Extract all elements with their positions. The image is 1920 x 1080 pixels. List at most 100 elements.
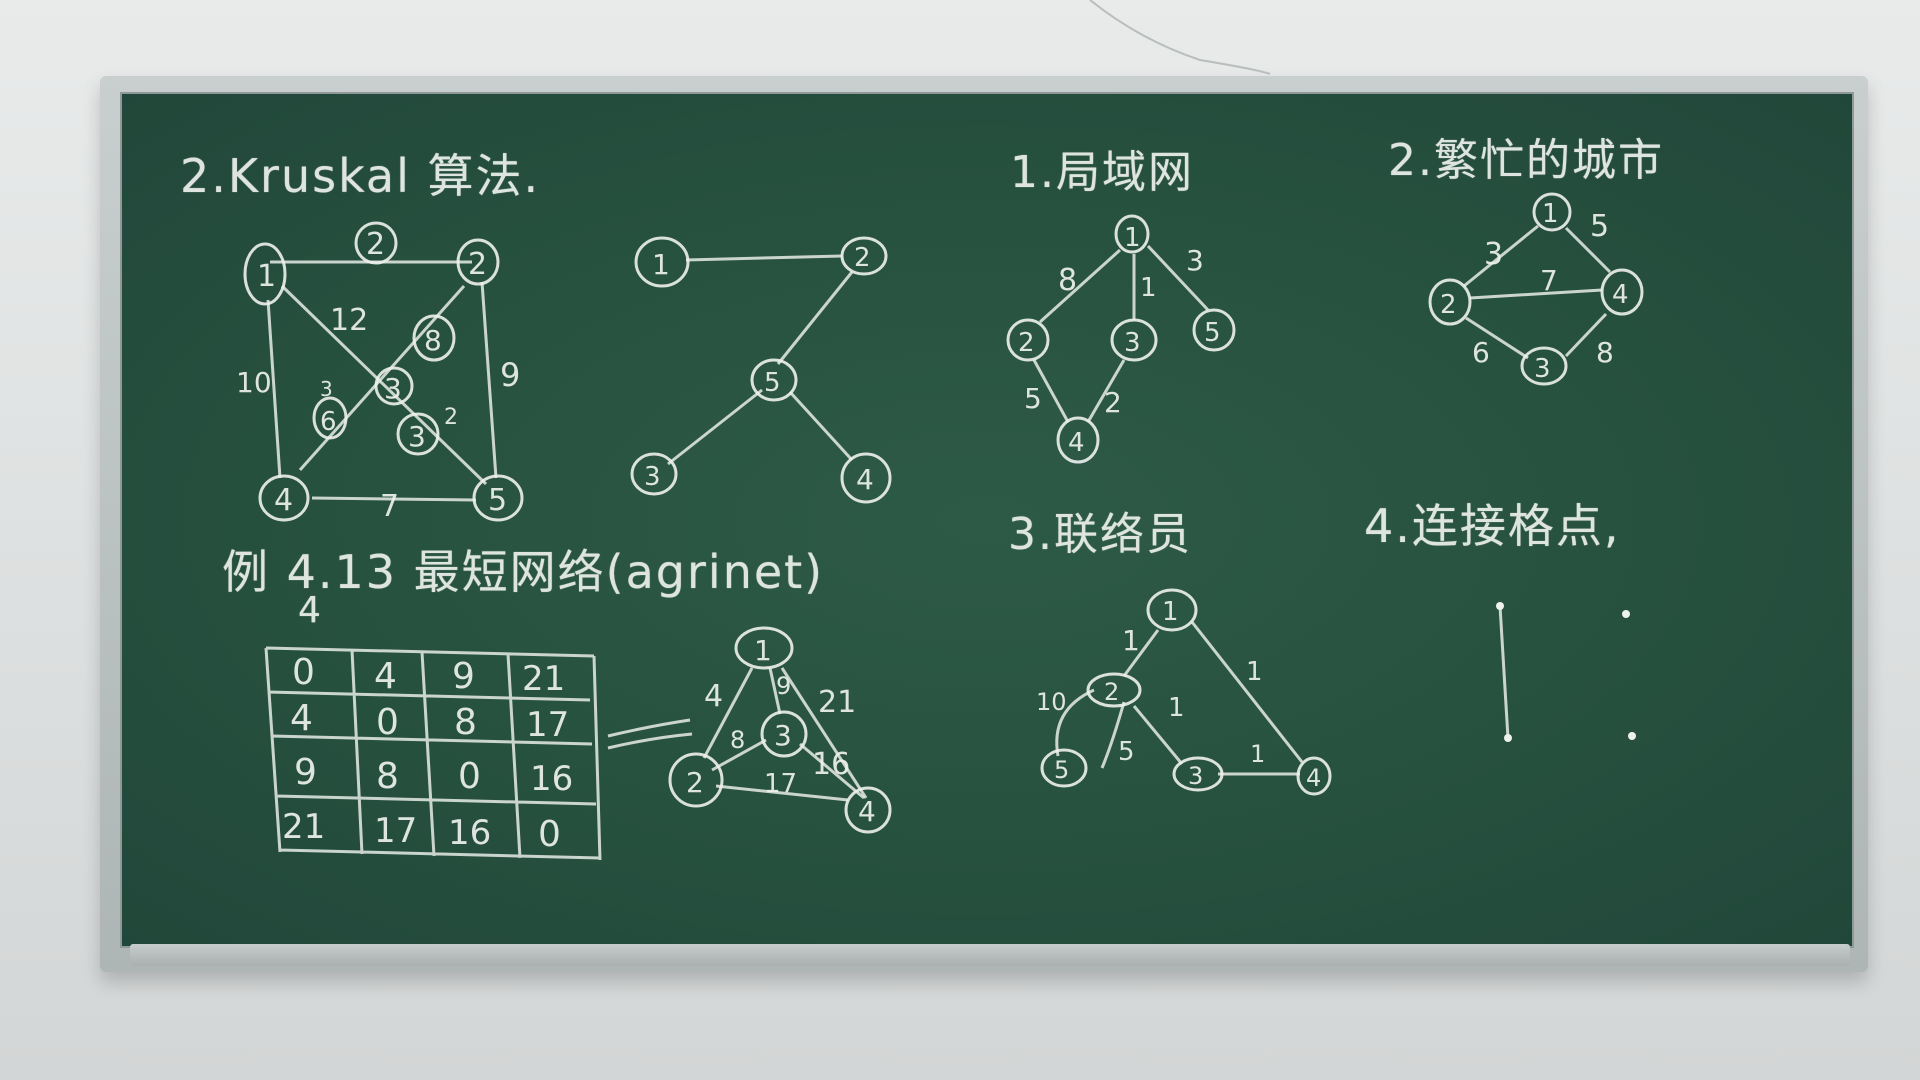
matrix-cell: 0 <box>538 814 561 855</box>
matrix-cell: 17 <box>374 811 417 851</box>
kruskal-node <box>456 238 500 286</box>
tree-edge <box>776 271 854 365</box>
kruskal-edge-label: 2 <box>366 227 385 262</box>
kruskal-edge <box>266 299 282 479</box>
kruskal-node-label: 3 <box>384 372 402 405</box>
matrix-cell: 8 <box>376 756 399 797</box>
agrinet-edge-label: 16 <box>812 747 850 782</box>
lan-edge <box>1146 244 1210 312</box>
agrinet-node <box>668 752 724 808</box>
kruskal-edge-label: 6 <box>320 407 337 437</box>
matrix-cell: 21 <box>282 807 325 847</box>
example-subscript: 4 <box>298 590 323 631</box>
distance-matrix: 0 4 9 21 4 0 8 17 9 8 0 16 21 17 16 0 <box>264 646 693 861</box>
agrinet-edge <box>715 784 849 802</box>
agrinet-edge-label: 17 <box>764 769 797 799</box>
city-graph: 1 2 4 3 3 5 7 6 8 <box>1428 192 1644 386</box>
lan-node-label: 2 <box>1018 328 1035 358</box>
lan-node <box>1114 214 1150 254</box>
city-edge <box>1465 316 1529 360</box>
tree-node <box>840 236 888 276</box>
relay-edge <box>1055 688 1095 757</box>
lan-node <box>1110 318 1158 362</box>
city-node <box>1532 192 1572 232</box>
lan-node-label: 5 <box>1204 318 1221 348</box>
grid-point <box>1504 734 1512 742</box>
kruskal-edge-label: 7 <box>380 489 399 524</box>
city-title: 2.繁忙的城市 <box>1388 135 1664 186</box>
lan-edge-label: 2 <box>1104 386 1122 419</box>
example-title: 例 4.13 最短网络(agrinet) <box>222 545 825 599</box>
agrinet-node <box>734 626 794 670</box>
lan-edge-label: 3 <box>1186 244 1204 277</box>
tree-node <box>750 358 798 402</box>
kruskal-edge-label: 2 <box>444 405 458 430</box>
relay-node-label: 4 <box>1306 764 1321 792</box>
agrinet-node-label: 4 <box>858 795 876 828</box>
matrix-cell: 9 <box>294 752 317 793</box>
lan-title: 1.局域网 <box>1010 147 1194 198</box>
relay-node <box>1296 756 1332 796</box>
lan-edge-label: 5 <box>1024 382 1042 415</box>
relay-edge-label: 1 <box>1168 693 1185 723</box>
grid-points <box>1496 602 1636 742</box>
lan-node <box>1006 318 1050 362</box>
matrix-cell: 4 <box>374 656 397 697</box>
relay-edge-label: 1 <box>1246 657 1263 687</box>
agrinet-edge <box>711 738 767 772</box>
kruskal-tree: 1 2 5 3 4 <box>630 236 892 504</box>
matrix-cell: 16 <box>448 813 491 853</box>
relay-edge <box>1190 621 1304 763</box>
relay-edge <box>1132 705 1184 765</box>
grid-point <box>1628 732 1636 740</box>
relay-node-label: 5 <box>1054 756 1069 784</box>
matrix-cell: 0 <box>376 702 399 743</box>
relay-node <box>1040 748 1088 788</box>
agrinet-edge-label: 9 <box>776 672 791 700</box>
city-node-label: 2 <box>1440 290 1457 320</box>
tree-edge <box>667 388 763 466</box>
relay-edge-label: 10 <box>1036 688 1067 716</box>
tree-node-label: 4 <box>856 463 874 496</box>
kruskal-node <box>258 474 310 522</box>
kruskal-weight-circle <box>396 412 440 456</box>
chalkboard <box>120 92 1854 948</box>
kruskal-edge-label: 8 <box>424 324 442 357</box>
lan-node-label: 4 <box>1068 428 1085 458</box>
relay-title: 3.联络员 <box>1008 509 1192 560</box>
kruskal-node-label: 2 <box>468 247 487 282</box>
agrinet-graph: 1 2 3 4 4 9 21 8 16 17 <box>668 626 892 834</box>
matrix-cell: 0 <box>458 756 481 797</box>
agrinet-edge <box>702 667 754 759</box>
city-node <box>1520 346 1568 386</box>
agrinet-node <box>760 710 808 758</box>
agrinet-edge <box>768 667 782 715</box>
kruskal-edge <box>311 496 477 502</box>
kruskal-edge-label: 12 <box>330 303 368 338</box>
lan-edge <box>1086 359 1126 423</box>
relay-node-label: 2 <box>1104 678 1119 706</box>
wall-cable <box>1089 0 1271 75</box>
tree-node <box>634 236 690 288</box>
matrix-cell: 16 <box>530 759 573 799</box>
relay-node-label: 1 <box>1162 597 1179 627</box>
connect-title: 4.连接格点, <box>1364 499 1621 553</box>
equals-sign <box>607 718 693 750</box>
matrix-cell: 0 <box>292 652 315 693</box>
city-edge-label: 8 <box>1596 336 1614 369</box>
kruskal-edge-label: 3 <box>320 377 333 401</box>
relay-edge-label: 1 <box>1250 740 1265 768</box>
agrinet-edge <box>799 742 865 800</box>
grid-point <box>1622 610 1630 618</box>
tree-edge <box>685 254 843 262</box>
kruskal-weight-circle <box>412 314 456 362</box>
city-node <box>1600 268 1644 316</box>
agrinet-edge-label: 4 <box>704 679 723 714</box>
grid-line <box>1498 605 1510 739</box>
lan-edge <box>1032 359 1070 423</box>
tree-node <box>840 452 892 504</box>
city-edge <box>1564 226 1612 274</box>
matrix-cell: 21 <box>522 659 565 699</box>
kruskal-edge-label: 3 <box>408 420 426 453</box>
